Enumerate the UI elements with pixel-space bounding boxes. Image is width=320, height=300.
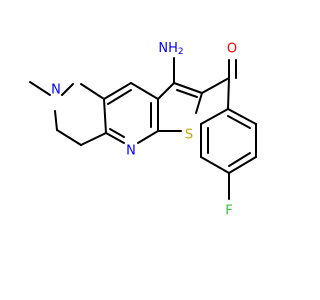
background <box>0 0 300 300</box>
bond <box>228 156 257 174</box>
bond <box>54 110 58 131</box>
bond <box>227 77 230 110</box>
bond <box>227 108 257 125</box>
molecule-canvas: NH2 O S N N F <box>0 0 300 300</box>
sulfur-label: S <box>185 128 193 143</box>
bond <box>201 77 230 94</box>
amine-label: NH2 <box>158 41 183 58</box>
bond <box>103 82 132 100</box>
molecule-structure-clean: NH2 O S N N F <box>0 0 300 300</box>
bond <box>176 89 198 98</box>
atom-labels: NH2 O S N N F <box>51 41 237 219</box>
bond <box>228 152 251 167</box>
bond <box>103 98 107 134</box>
bond <box>80 83 105 100</box>
bond <box>61 83 74 96</box>
bond <box>80 132 107 146</box>
bonds-clean <box>29 57 257 200</box>
bond <box>105 132 125 144</box>
bond <box>200 108 229 125</box>
bond <box>107 89 132 105</box>
bond <box>200 156 230 174</box>
amine-subscript: 2 <box>178 47 184 57</box>
bond <box>130 82 159 100</box>
pyridine-nitrogen-label: N <box>126 144 136 159</box>
bond <box>195 92 203 114</box>
bond <box>173 82 203 94</box>
bond <box>56 129 82 146</box>
bond <box>137 130 159 144</box>
bond <box>29 81 51 96</box>
bond <box>227 115 251 129</box>
ring-nitrogen-label: N <box>51 83 61 98</box>
bond <box>109 128 125 138</box>
bond <box>157 82 175 100</box>
fluorine-label: F <box>225 204 232 219</box>
amine-text: NH <box>158 41 178 56</box>
oxygen-label: O <box>227 42 237 57</box>
